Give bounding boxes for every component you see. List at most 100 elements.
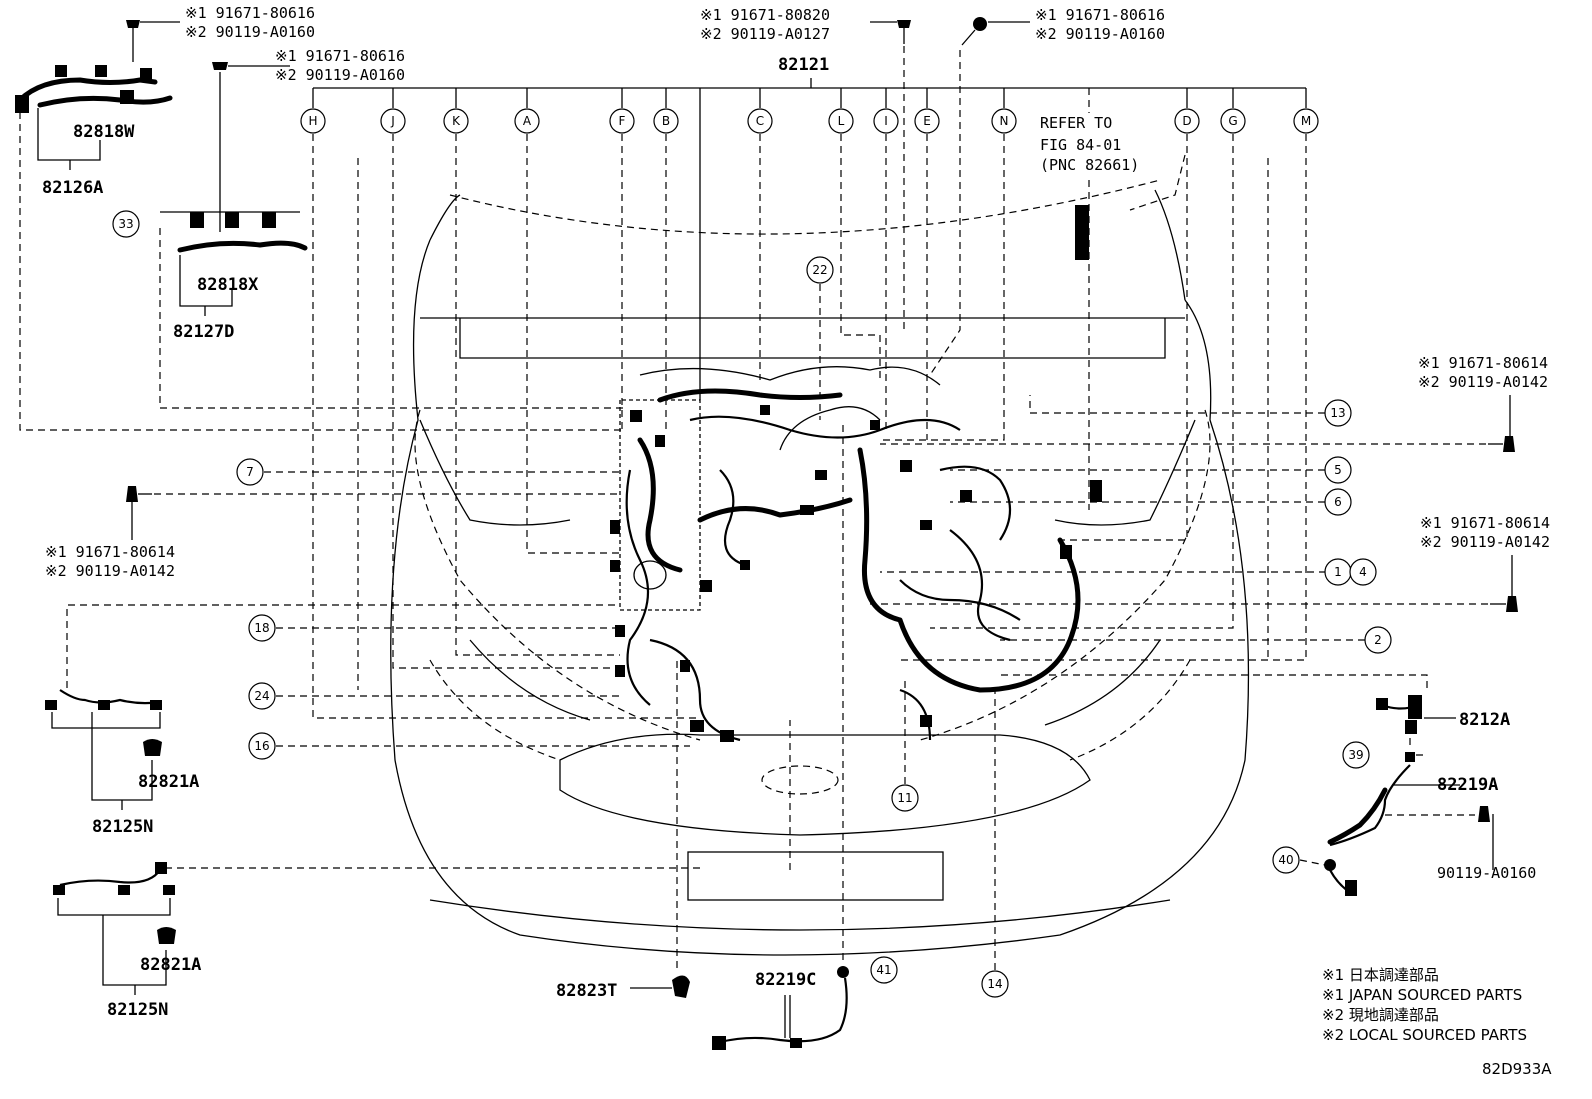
callout-number: 5: [1334, 463, 1342, 477]
letter-callout: D: [1174, 88, 1200, 134]
harness-82125N-graphic: [45, 604, 700, 995]
letter-callout-label: A: [523, 114, 532, 128]
letter-callout: J: [380, 88, 406, 134]
letter-callout-label: F: [619, 114, 626, 128]
part-82121: 82121: [778, 55, 829, 75]
part-8212A: 8212A: [1459, 710, 1510, 730]
part-82127D: 82127D: [173, 322, 234, 342]
part-82219A: 82219A: [1437, 775, 1498, 795]
part-82125N-1: 82125N: [92, 817, 153, 837]
note-tl1-2: ※2 90119-A0160: [185, 23, 315, 41]
callout-1: 1: [1324, 558, 1352, 586]
callout-40: 40: [1272, 846, 1300, 874]
callout-number: 7: [246, 465, 254, 479]
letter-callout-label: H: [308, 114, 317, 128]
callout-number: 33: [118, 217, 133, 231]
note-tl2-1: ※1 91671-80616: [275, 47, 405, 65]
letter-callout: H: [300, 88, 326, 134]
part-82219C: 82219C: [755, 970, 816, 990]
callout-number: 24: [254, 689, 269, 703]
vehicle-outline: [390, 179, 1250, 956]
note-tl1-1: ※1 91671-80616: [185, 4, 315, 22]
callout-number: 39: [1348, 748, 1363, 762]
callout-14: 14: [981, 970, 1009, 998]
callout-24: 24: [248, 682, 276, 710]
callout-number: 11: [897, 791, 912, 805]
callout-number: 14: [987, 977, 1002, 991]
letter-callout: F: [609, 88, 635, 134]
letter-callout: B: [653, 88, 679, 134]
main-harness-bracket: [313, 78, 1306, 89]
part-82823T: 82823T: [556, 981, 617, 1001]
legend-line1: ※1 日本調達部品: [1322, 966, 1439, 984]
letter-callout-label: G: [1228, 114, 1237, 128]
note-right1-1: ※1 91671-80614: [1418, 354, 1548, 372]
harness-82818W-graphic: [15, 20, 625, 431]
letter-callout-label: E: [923, 114, 931, 128]
note-topmid-1: ※1 91671-80820: [700, 6, 830, 24]
note-topright-2: ※2 90119-A0160: [1035, 25, 1165, 43]
letter-callout-label: L: [838, 114, 845, 128]
harness-82219A-graphic: [1000, 674, 1494, 896]
callout-41: 41: [870, 956, 898, 984]
callout-39: 39: [1342, 741, 1370, 769]
callout-7: 7: [236, 458, 264, 486]
letter-callout: K: [443, 88, 469, 134]
legend-line4: ※2 LOCAL SOURCED PARTS: [1322, 1026, 1527, 1044]
callout-number: 2: [1374, 633, 1382, 647]
callout-5: 5: [1324, 456, 1352, 484]
letter-callout: M: [1293, 88, 1319, 134]
part-82125N-2: 82125N: [107, 1000, 168, 1020]
callout-22: 22: [806, 256, 834, 284]
callout-16: 16: [248, 732, 276, 760]
legend-line2: ※1 JAPAN SOURCED PARTS: [1322, 986, 1522, 1004]
callout-number: 18: [254, 621, 269, 635]
letter-callout-label: N: [1000, 114, 1009, 128]
callout-number: 40: [1278, 853, 1293, 867]
letter-callout-label: C: [756, 114, 764, 128]
callout-number: 41: [876, 963, 891, 977]
part-82821A-2: 82821A: [140, 955, 201, 975]
letter-callout: I: [873, 88, 899, 134]
note-right2-2: ※2 90119-A0142: [1420, 533, 1550, 551]
note-left-1: ※1 91671-80614: [45, 543, 175, 561]
letter-callout-label: J: [390, 114, 395, 128]
callout-13: 13: [1324, 399, 1352, 427]
letter-callout: C: [747, 88, 773, 134]
part-82818X: 82818X: [197, 275, 259, 295]
letter-callout: E: [914, 88, 940, 134]
part-82821A-1: 82821A: [138, 772, 199, 792]
callout-18: 18: [248, 614, 276, 642]
callout-6: 6: [1324, 488, 1352, 516]
top-bolts: [126, 17, 1518, 612]
letter-callout-label: I: [884, 114, 888, 128]
callout-4: 4: [1349, 558, 1377, 586]
legend-line3: ※2 現地調達部品: [1322, 1006, 1439, 1024]
callout-number: 16: [254, 739, 269, 753]
callout-number: 4: [1359, 565, 1367, 579]
number-leaders: [264, 284, 1423, 970]
letter-callout-label: M: [1301, 114, 1311, 128]
letter-leaders: [312, 88, 1307, 719]
note-right2-1: ※1 91671-80614: [1420, 514, 1550, 532]
callout-2: 2: [1364, 626, 1392, 654]
letter-callout: A: [514, 88, 540, 134]
refer-line2: FIG 84-01: [1040, 136, 1121, 154]
letter-callout-label: D: [1182, 114, 1191, 128]
note-left-2: ※2 90119-A0142: [45, 562, 175, 580]
letter-callout: L: [828, 88, 854, 134]
letter-callout-label: B: [662, 114, 670, 128]
refer-line3: (PNC 82661): [1040, 156, 1139, 174]
callout-number: 22: [812, 263, 827, 277]
letter-callout: N: [991, 88, 1017, 134]
note-right1-2: ※2 90119-A0142: [1418, 373, 1548, 391]
part-90119-A0160: 90119-A0160: [1437, 864, 1536, 882]
note-topmid-2: ※2 90119-A0127: [700, 25, 830, 43]
callout-number: 6: [1334, 495, 1342, 509]
part-82126A: 82126A: [42, 178, 103, 198]
letter-callout-label: K: [452, 114, 461, 128]
note-topright-1: ※1 91671-80616: [1035, 6, 1165, 24]
